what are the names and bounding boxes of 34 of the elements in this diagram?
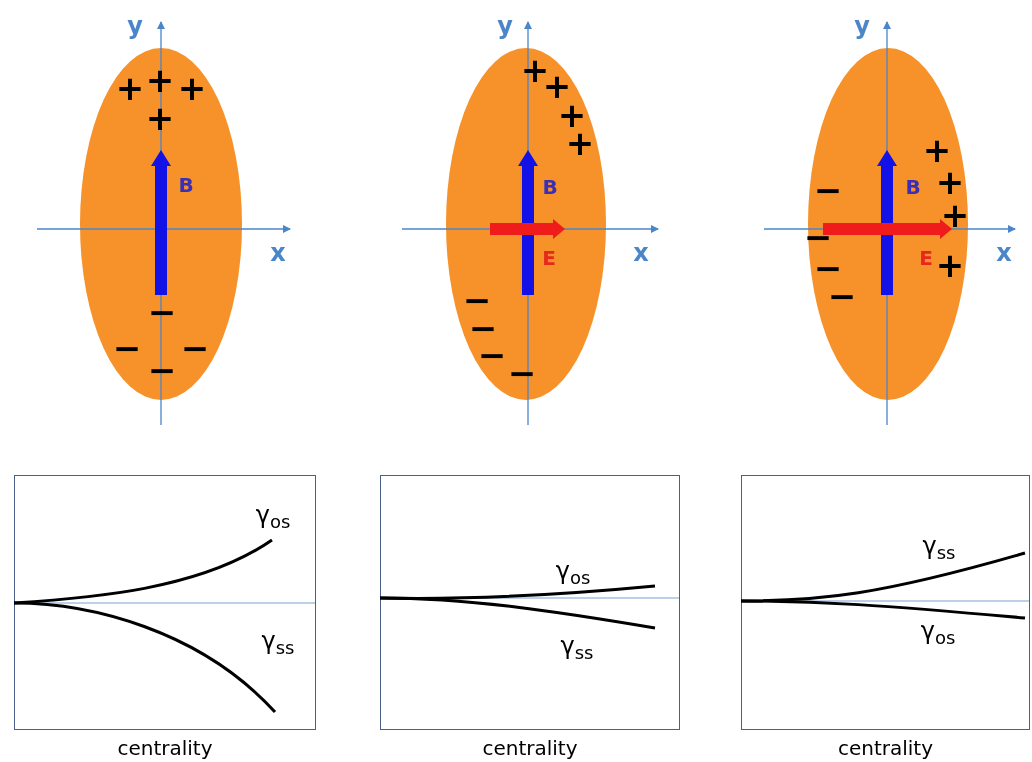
curve-label: γ$_{os}$ (920, 616, 956, 649)
axis-label: x (270, 241, 286, 265)
charge-sign: + (935, 248, 965, 282)
axis-label: x (996, 241, 1012, 265)
charge-sign: − (147, 295, 177, 329)
charge-sign: + (940, 198, 970, 232)
curve-label: γ$_{ss}$ (560, 631, 594, 664)
curve-label: γ$_{ss}$ (922, 531, 956, 564)
charge-sign: + (935, 165, 965, 199)
axis-title: centrality (117, 735, 213, 762)
field-label: E (542, 248, 556, 268)
charge-sign: − (180, 331, 210, 365)
curve-label: γ$_{ss}$ (261, 626, 295, 659)
axis-label: y (497, 14, 513, 38)
charge-sign: + (922, 133, 952, 167)
axis-label: y (127, 14, 143, 38)
axis-title: centrality (837, 735, 934, 762)
curve-label: γ$_{os}$ (555, 556, 591, 589)
charge-sign: − (813, 173, 843, 207)
axis-label: y (854, 14, 870, 38)
axis-label: x (633, 241, 649, 265)
field-label: E (919, 248, 933, 268)
charge-sign: + (177, 71, 207, 105)
field-label: B (178, 175, 194, 195)
curve-label: γ$_{os}$ (255, 500, 291, 533)
charge-sign: + (145, 101, 175, 135)
charge-sign: − (112, 331, 142, 365)
charge-sign: + (115, 71, 145, 105)
charge-sign: − (507, 356, 537, 390)
field-label: B (905, 177, 921, 197)
charge-sign: + (145, 63, 175, 97)
charge-sign: − (147, 353, 177, 387)
axis-title: centrality (482, 735, 578, 762)
field-label: B (542, 177, 558, 197)
